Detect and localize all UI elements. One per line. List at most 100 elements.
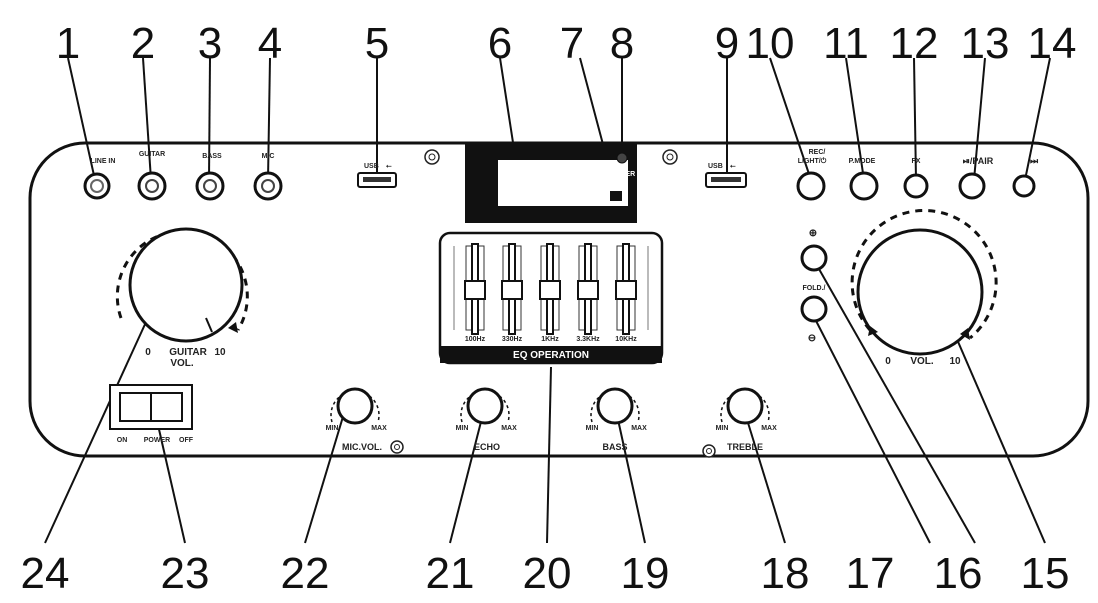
- usb-left-label: USB: [364, 163, 379, 170]
- fx-label: FX: [912, 158, 921, 165]
- callout-21: 21: [426, 549, 475, 598]
- callout-24: 24: [21, 549, 70, 598]
- callout-19: 19: [621, 549, 670, 598]
- eq-band-label: 330Hz: [502, 336, 523, 343]
- guitar-vol-label: GUITAR: [169, 347, 207, 358]
- callout-22: 22: [281, 549, 330, 598]
- callout-4: 4: [258, 19, 282, 68]
- light-power-label: LIGHT/⏻: [798, 157, 827, 165]
- eq-band-label: 1KHz: [541, 336, 559, 343]
- callout-23: 23: [161, 549, 210, 598]
- callout-13: 13: [961, 19, 1010, 68]
- bass-jack[interactable]: [195, 171, 225, 201]
- usb-left-icon: ⭠: [386, 163, 392, 170]
- power-led: [616, 152, 628, 164]
- fold-label: FOLD./: [803, 285, 826, 292]
- usb-right-icon: ⭠: [730, 163, 736, 170]
- screw-icon: [702, 444, 716, 458]
- guitar-vol-sublabel: VOL.: [170, 358, 194, 369]
- power-switch[interactable]: [109, 384, 193, 430]
- eq-fader-group: [453, 243, 649, 335]
- eq-band-label: 3.3KHz: [576, 336, 600, 343]
- treble-knob[interactable]: [720, 387, 770, 425]
- mic-jack-label: MIC: [262, 153, 275, 160]
- power-switch-label: POWER: [144, 437, 170, 444]
- eq-fader-3-3khz[interactable]: [577, 243, 599, 335]
- bass-jack-label: BASS: [202, 153, 222, 160]
- mic-volume-knob[interactable]: [330, 387, 380, 425]
- callout-17: 17: [846, 549, 895, 598]
- master-vol-label: VOL.: [910, 356, 934, 367]
- screw-icon: [424, 149, 440, 165]
- callout-12: 12: [890, 19, 939, 68]
- pmode-label: P.MODE: [849, 158, 876, 165]
- treble-min: MIN: [716, 425, 729, 432]
- eq-fader-330hz[interactable]: [501, 243, 523, 335]
- usb-right-port[interactable]: [705, 172, 747, 188]
- callout-10: 10: [746, 19, 795, 68]
- bass-max: MAX: [631, 425, 647, 432]
- display-window: [498, 160, 628, 206]
- callout-20: 20: [523, 549, 572, 598]
- guitar-jack[interactable]: [137, 171, 167, 201]
- volume-up-icon: ⊕: [809, 228, 817, 239]
- echo-knob[interactable]: [460, 387, 510, 425]
- eq-fader-100hz[interactable]: [464, 243, 486, 335]
- volume-down-button[interactable]: [800, 295, 828, 323]
- pmode-button[interactable]: [849, 171, 879, 201]
- master-volume-knob[interactable]: [850, 209, 998, 356]
- rec-label: REC/: [809, 149, 826, 156]
- next-label: ⏭: [1030, 156, 1039, 166]
- guitar-jack-label: GUITAR: [139, 151, 165, 158]
- leader-lines: [44, 57, 1051, 544]
- guitar-volume-knob[interactable]: [115, 227, 249, 343]
- ir-sensor-icon: [610, 191, 622, 201]
- power-switch-on-label: ON: [117, 437, 128, 444]
- callout-18: 18: [761, 549, 810, 598]
- callout-15: 15: [1021, 549, 1070, 598]
- mic-jack[interactable]: [253, 171, 283, 201]
- callout-3: 3: [198, 19, 222, 68]
- echo-max: MAX: [501, 425, 517, 432]
- play-pair-button[interactable]: [958, 172, 986, 200]
- mic-vol-label: MIC.VOL.: [342, 442, 382, 452]
- usb-right-label: USB: [708, 163, 723, 170]
- line-in-label: LINE IN: [91, 158, 116, 165]
- echo-min: MIN: [456, 425, 469, 432]
- callout-8: 8: [610, 19, 634, 68]
- callout-7: 7: [560, 19, 584, 68]
- eq-fader-10khz[interactable]: [615, 243, 637, 335]
- play-pair-label: ⏯/PAIR: [963, 156, 994, 166]
- power-led-label: POWER: [609, 171, 635, 178]
- callout-14: 14: [1028, 19, 1077, 68]
- line-in-jack[interactable]: [83, 172, 111, 200]
- callout-9: 9: [715, 19, 739, 68]
- next-button[interactable]: [1012, 174, 1036, 198]
- guitar-vol-min: 0: [145, 347, 151, 358]
- callout-2: 2: [131, 19, 155, 68]
- usb-left-port[interactable]: [357, 172, 397, 188]
- volume-up-button[interactable]: [800, 244, 828, 272]
- rec-light-power-button[interactable]: [796, 171, 826, 201]
- master-vol-min: 0: [885, 356, 891, 367]
- master-vol-max: 10: [949, 356, 961, 367]
- bass-knob[interactable]: [590, 387, 640, 425]
- volume-down-icon: ⊖: [808, 333, 816, 344]
- eq-band-label: 100Hz: [465, 336, 486, 343]
- screw-icon: [390, 440, 404, 454]
- eq-fader-1khz[interactable]: [539, 243, 561, 335]
- treble-label: TREBLE: [727, 442, 763, 452]
- echo-label: ECHO: [474, 442, 500, 452]
- screw-icon: [662, 149, 678, 165]
- mic-vol-min: MIN: [326, 425, 339, 432]
- power-switch-off-label: OFF: [179, 437, 194, 444]
- treble-max: MAX: [761, 425, 777, 432]
- bass-min: MIN: [586, 425, 599, 432]
- callout-11: 11: [823, 19, 869, 68]
- fx-button[interactable]: [903, 173, 929, 199]
- eq-band-label: 10KHz: [615, 336, 637, 343]
- callout-1: 1: [56, 19, 80, 68]
- callout-6: 6: [488, 19, 512, 68]
- callout-5: 5: [365, 19, 389, 68]
